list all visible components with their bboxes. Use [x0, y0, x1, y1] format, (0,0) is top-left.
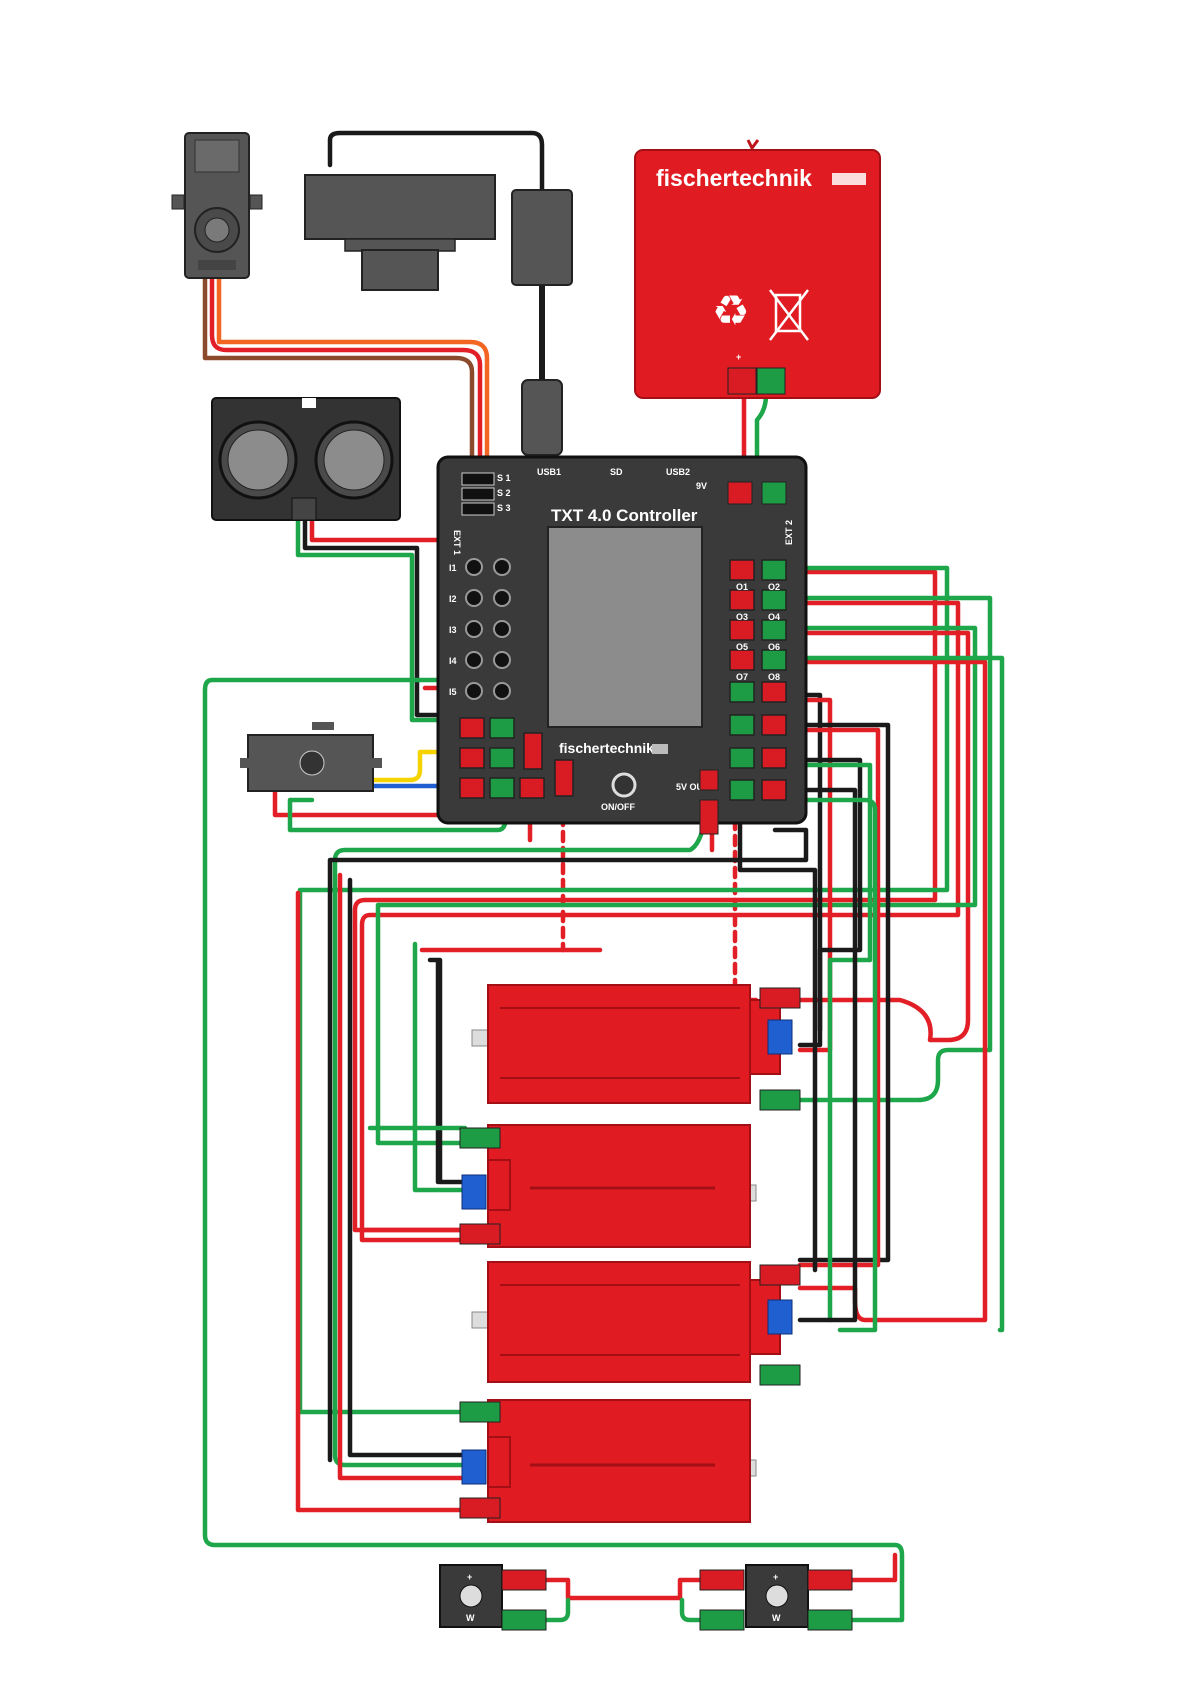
battery-pack: fischertechnik ♻ + — [635, 140, 880, 398]
o4-label: O4 — [768, 612, 780, 622]
controller-brand: fischertechnik — [559, 740, 654, 756]
switch2-w-label: W — [772, 1613, 781, 1623]
o6-label: O6 — [768, 642, 780, 652]
5v-out-plug-2[interactable] — [700, 800, 718, 834]
o2-label: O2 — [768, 582, 780, 592]
power-button-label: ON/OFF — [601, 802, 635, 812]
power-button[interactable] — [613, 774, 635, 796]
s2-label: S 2 — [497, 488, 511, 498]
ext1-label: EXT 1 — [452, 530, 462, 555]
s1-label: S 1 — [497, 473, 511, 483]
encoder-motor-2 — [460, 1125, 756, 1247]
sd-label: SD — [610, 467, 623, 477]
recycle-icon: ♻ — [712, 286, 750, 335]
9v-plus-plug[interactable] — [728, 482, 752, 504]
o1-label: O1 — [736, 582, 748, 592]
i1-label: I1 — [449, 563, 457, 573]
i3-label: I3 — [449, 625, 457, 635]
i2-label: I2 — [449, 594, 457, 604]
battery-brand: fischertechnik — [656, 165, 812, 191]
mini-switch-1: + W — [440, 1565, 546, 1630]
5v-out-plug[interactable] — [700, 770, 718, 790]
encoder-motor-1 — [472, 985, 800, 1110]
servo-ports[interactable] — [462, 473, 494, 515]
usb1-label: USB1 — [537, 467, 561, 477]
o5-label: O5 — [736, 642, 748, 652]
o7-label: O7 — [736, 672, 748, 682]
ultrasonic-sensor-icon — [212, 398, 400, 520]
controller-title: TXT 4.0 Controller — [551, 506, 698, 525]
o8-label: O8 — [768, 672, 780, 682]
encoder-motor-3 — [472, 1262, 800, 1385]
9v-label: 9V — [696, 481, 707, 491]
svg-text:♻: ♻ — [712, 286, 750, 335]
trail-sensor-icon — [240, 722, 382, 791]
o3-label: O3 — [736, 612, 748, 622]
usb2-label: USB2 — [666, 467, 690, 477]
encoder-motor-4 — [460, 1400, 756, 1522]
mini-switch-2: + W — [700, 1565, 852, 1630]
switch1-plus-label: + — [467, 1572, 472, 1582]
wires — [205, 133, 1002, 1620]
i4-label: I4 — [449, 656, 457, 666]
i5-label: I5 — [449, 687, 457, 697]
s3-label: S 3 — [497, 503, 511, 513]
switch1-w-label: W — [466, 1613, 475, 1623]
switch2-plus-label: + — [773, 1572, 778, 1582]
ext2-label: EXT 2 — [784, 520, 794, 545]
svg-text:+: + — [736, 352, 741, 362]
txt-controller: TXT 4.0 Controller fischertechnik ON/OFF… — [438, 457, 806, 834]
controller-screen — [548, 527, 702, 727]
9v-minus-plug[interactable] — [762, 482, 786, 504]
servo-icon — [172, 133, 262, 278]
